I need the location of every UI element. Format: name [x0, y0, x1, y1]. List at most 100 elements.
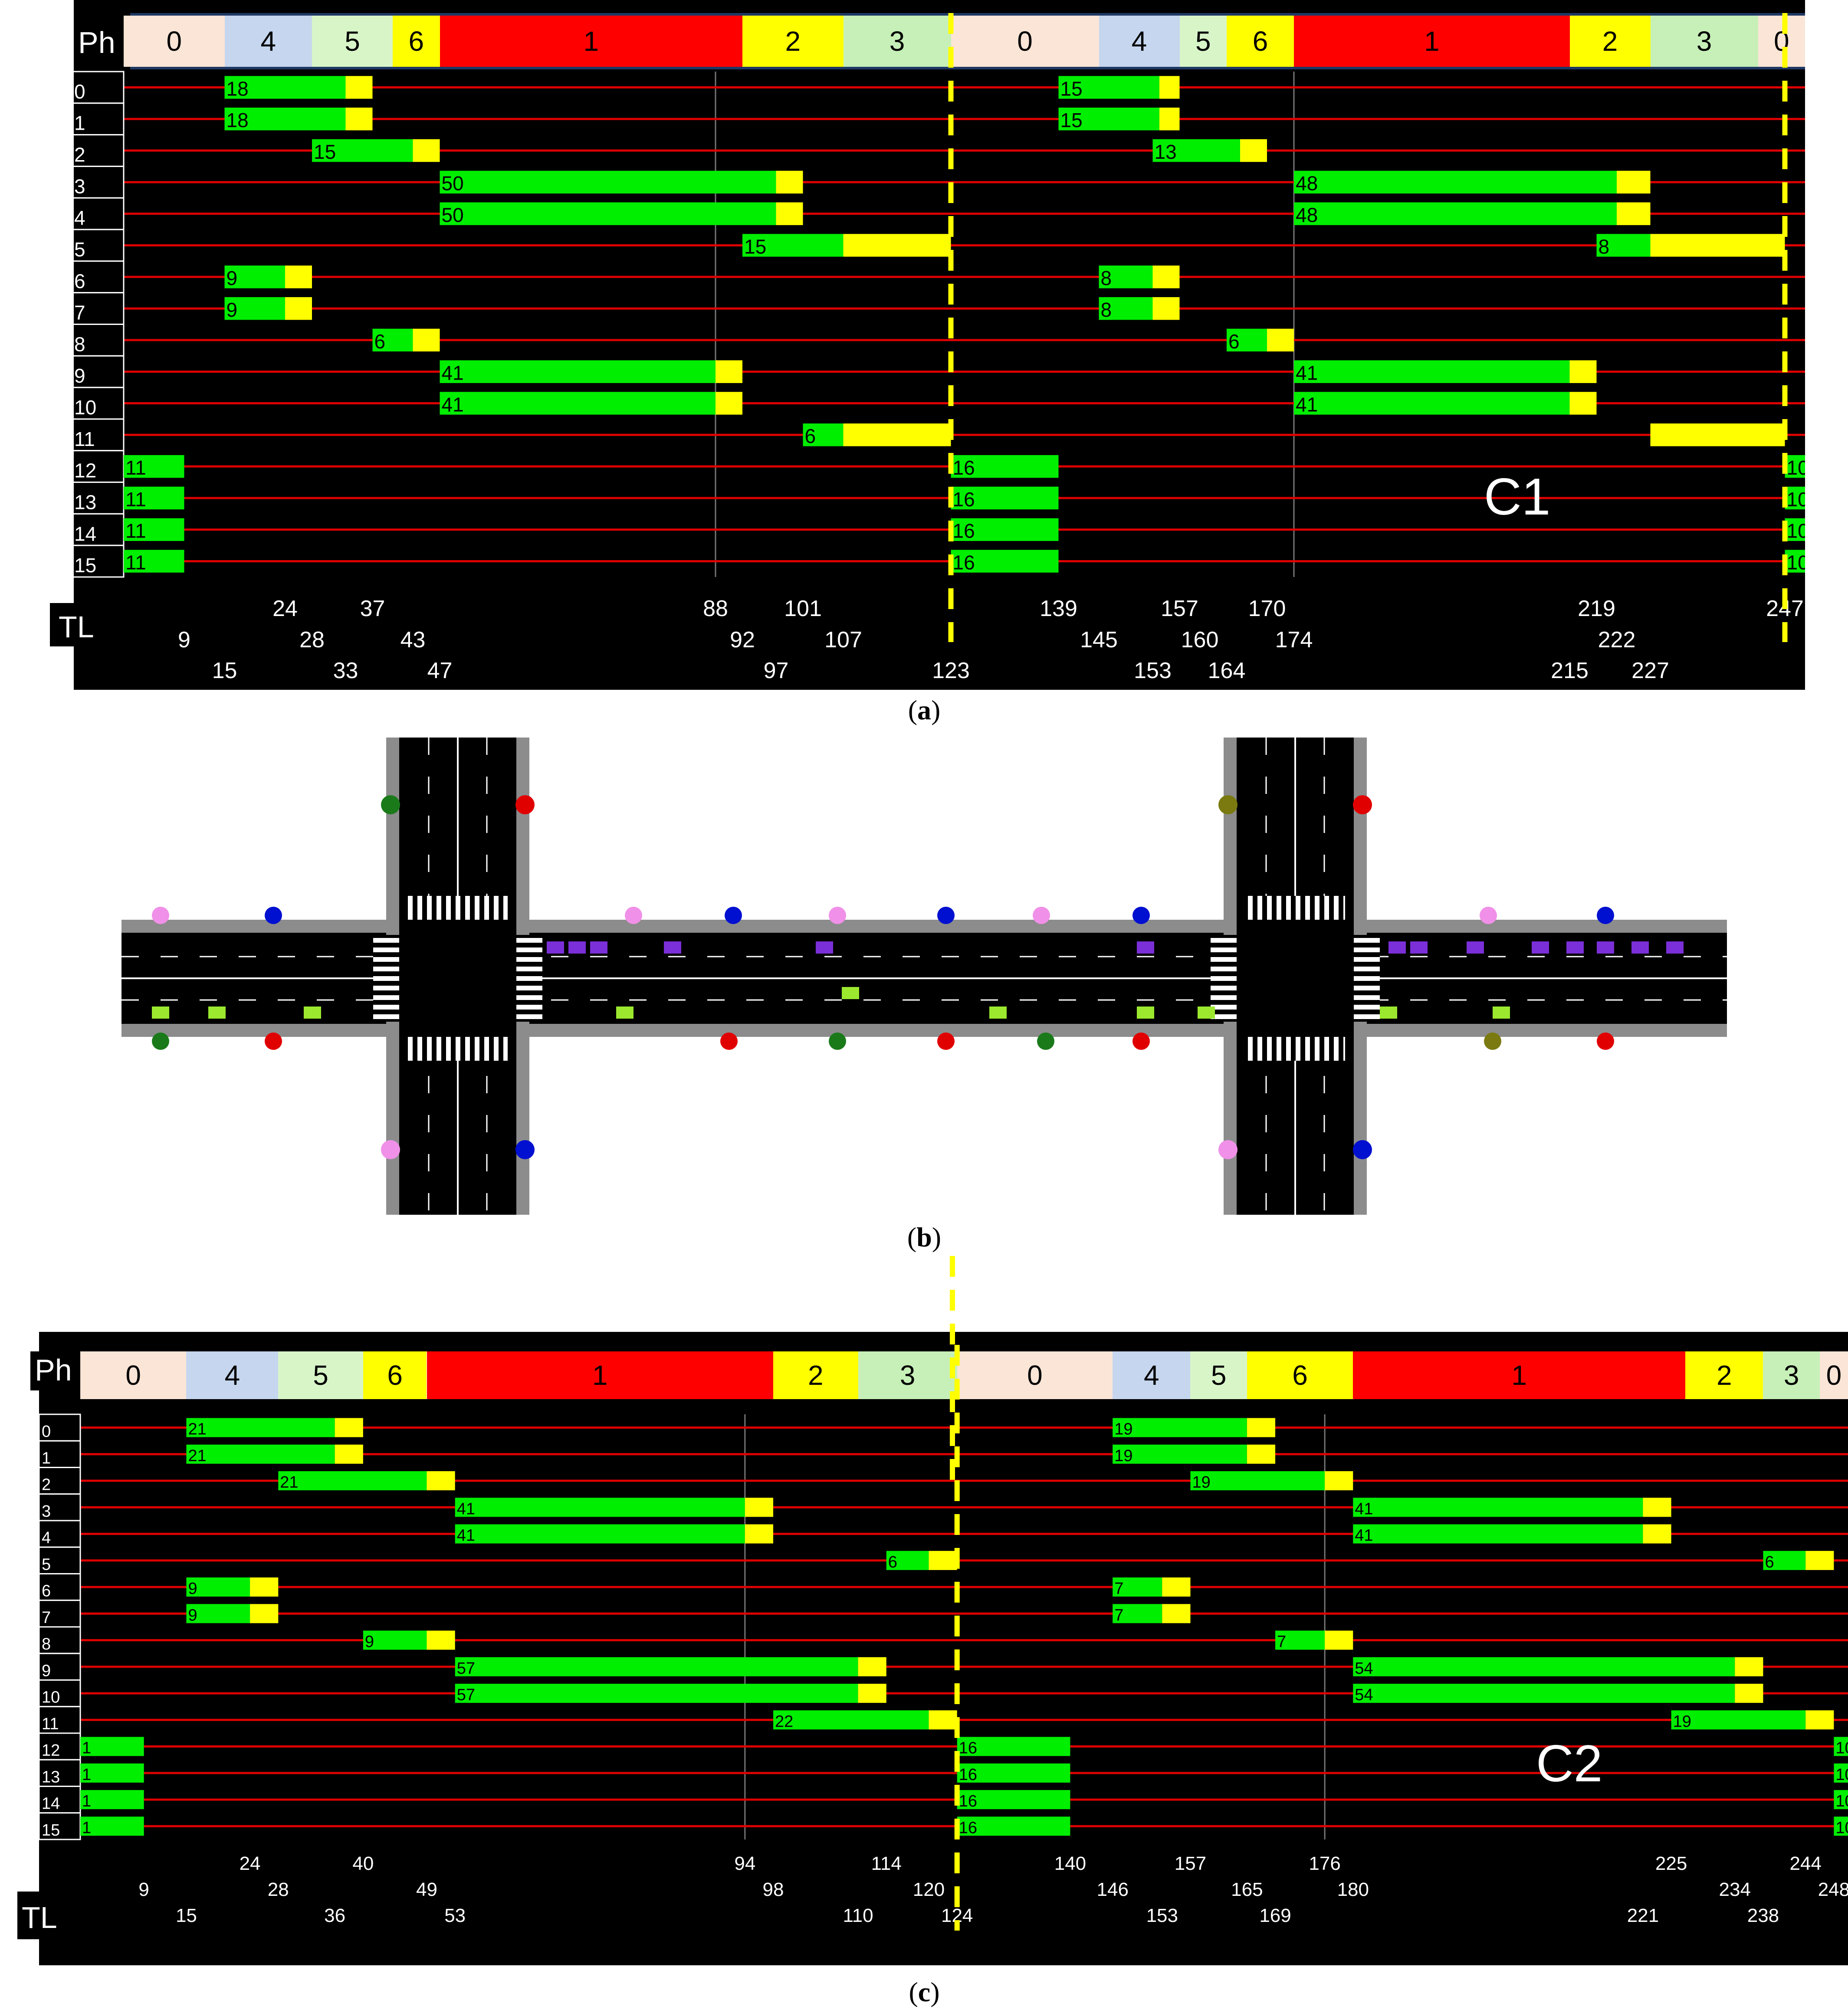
timeline-tick-label: 227 [1631, 658, 1669, 683]
green-interval-bar [1227, 328, 1267, 352]
yellow-interval-bar [1569, 360, 1597, 383]
signal-row-label-box [39, 1679, 81, 1708]
green-duration-label: 11 [125, 520, 146, 542]
timeline-tick-label: 110 [843, 1905, 873, 1926]
green-interval-bar [1596, 234, 1651, 257]
green-interval-bar [124, 550, 184, 573]
green-interval-bar [224, 297, 285, 320]
signal-light [515, 1140, 535, 1159]
green-interval-bar [80, 1737, 144, 1756]
signal-row-label-box [74, 355, 125, 388]
signal-light [1353, 795, 1372, 814]
green-interval-bar [1099, 266, 1153, 289]
timeline-tick-label: 33 [333, 658, 358, 683]
signal-row-label: 8 [74, 333, 85, 355]
phase-cell-5: 5 [278, 1351, 363, 1399]
timeline-tick-label: 15 [176, 1905, 197, 1926]
controller-label: C1 [1484, 468, 1551, 526]
green-duration-label: 16 [959, 1739, 977, 1757]
yellow-interval-bar [858, 1684, 886, 1703]
green-duration-label: 15 [314, 141, 336, 163]
timeline-tick-label: 157 [1161, 596, 1198, 621]
green-interval-bar [440, 392, 716, 415]
green-interval-bar [1834, 1737, 1848, 1756]
timeline-tick-label: 139 [1040, 596, 1077, 621]
timeline-tick-label: 215 [1551, 658, 1589, 683]
cycle-marker-connector [950, 1256, 955, 1482]
signal-row-label: 14 [74, 522, 96, 545]
phase-cell-4: 4 [224, 16, 312, 67]
green-duration-label: 13 [1155, 141, 1177, 163]
signal-row-label: 0 [74, 80, 85, 103]
yellow-interval-bar [1247, 1444, 1276, 1464]
green-duration-label: 1 [82, 1792, 91, 1810]
green-interval-bar [363, 1630, 427, 1650]
pedestrian-signals [152, 907, 1614, 1050]
green-interval-bar [1353, 1684, 1735, 1703]
green-duration-label: 18 [226, 77, 249, 100]
signal-row-label: 0 [42, 1423, 51, 1441]
timeline-tick-label: 49 [416, 1879, 437, 1900]
timeline-tick-label: 225 [1655, 1853, 1687, 1874]
green-duration-label: 9 [226, 267, 238, 289]
yellow-interval-bar [745, 1498, 774, 1517]
signal-row-label-box [39, 1493, 81, 1521]
caption-c: (c) [909, 1977, 940, 2007]
caption-a: (a) [908, 695, 941, 725]
green-duration-label: 16 [953, 488, 975, 511]
yellow-interval-bar [1643, 1498, 1671, 1517]
phase-row-label: Ph [30, 1351, 82, 1390]
green-interval-bar [1113, 1418, 1247, 1437]
green-interval-bar [951, 455, 1059, 478]
yellow-interval-bar [1735, 1657, 1763, 1676]
green-duration-label: 41 [457, 1500, 475, 1518]
green-duration-label: 9 [188, 1580, 197, 1598]
green-duration-label: 1 [82, 1766, 91, 1784]
signal-row-label: 5 [74, 238, 85, 261]
yellow-interval-bar [1650, 234, 1785, 257]
timeline-tick-label: 222 [1598, 627, 1636, 652]
signal-row-label: 2 [42, 1476, 51, 1494]
green-duration-label: 41 [457, 1527, 475, 1545]
yellow-interval-bar [250, 1577, 279, 1597]
timeline-tick-label: 120 [913, 1879, 945, 1900]
green-interval-bar [1834, 1816, 1848, 1836]
yellow-interval-bar [285, 266, 312, 289]
green-duration-label: 8 [1599, 235, 1610, 258]
timeline-tick-label: 176 [1309, 1853, 1340, 1874]
yellow-interval-bar [1650, 423, 1785, 446]
yellow-interval-bar [1152, 266, 1180, 289]
phase-cell-3: 3 [843, 16, 951, 67]
signal-row-label-box [74, 229, 125, 262]
yellow-interval-bar [1643, 1524, 1671, 1544]
signal-row-label: 12 [42, 1741, 60, 1760]
green-interval-bar [1353, 1524, 1643, 1544]
phase-cell-0: 0 [1819, 1351, 1848, 1399]
green-duration-label: 48 [1296, 172, 1318, 195]
yellow-interval-bar [776, 170, 803, 194]
timeline-tick-label: 92 [730, 627, 755, 652]
green-duration-label: 10 [1787, 488, 1805, 511]
signal-row-label-box [74, 165, 125, 199]
green-duration-label: 50 [442, 172, 464, 195]
green-duration-label: 41 [1355, 1500, 1373, 1518]
phase-cell-5: 5 [1179, 16, 1227, 67]
signal-row-label: 7 [74, 302, 85, 324]
green-duration-label: 19 [1673, 1712, 1691, 1731]
timeline-label: TL [50, 603, 102, 646]
yellow-interval-bar [413, 139, 440, 162]
signal-light [381, 1140, 400, 1159]
timeline-tick-label: 153 [1134, 658, 1172, 683]
yellow-interval-bar [745, 1524, 774, 1544]
signal-row-label: 11 [42, 1715, 59, 1733]
green-duration-label: 9 [365, 1633, 374, 1651]
signal-row-label-box [74, 197, 125, 230]
timeline-tick-label: 221 [1627, 1905, 1659, 1926]
green-interval-bar [80, 1790, 144, 1810]
timeline-tick-label: 98 [763, 1879, 784, 1900]
yellow-interval-bar [929, 1710, 957, 1730]
timeline-tick-label: 28 [268, 1879, 289, 1900]
signal-row-label: 1 [74, 112, 85, 134]
